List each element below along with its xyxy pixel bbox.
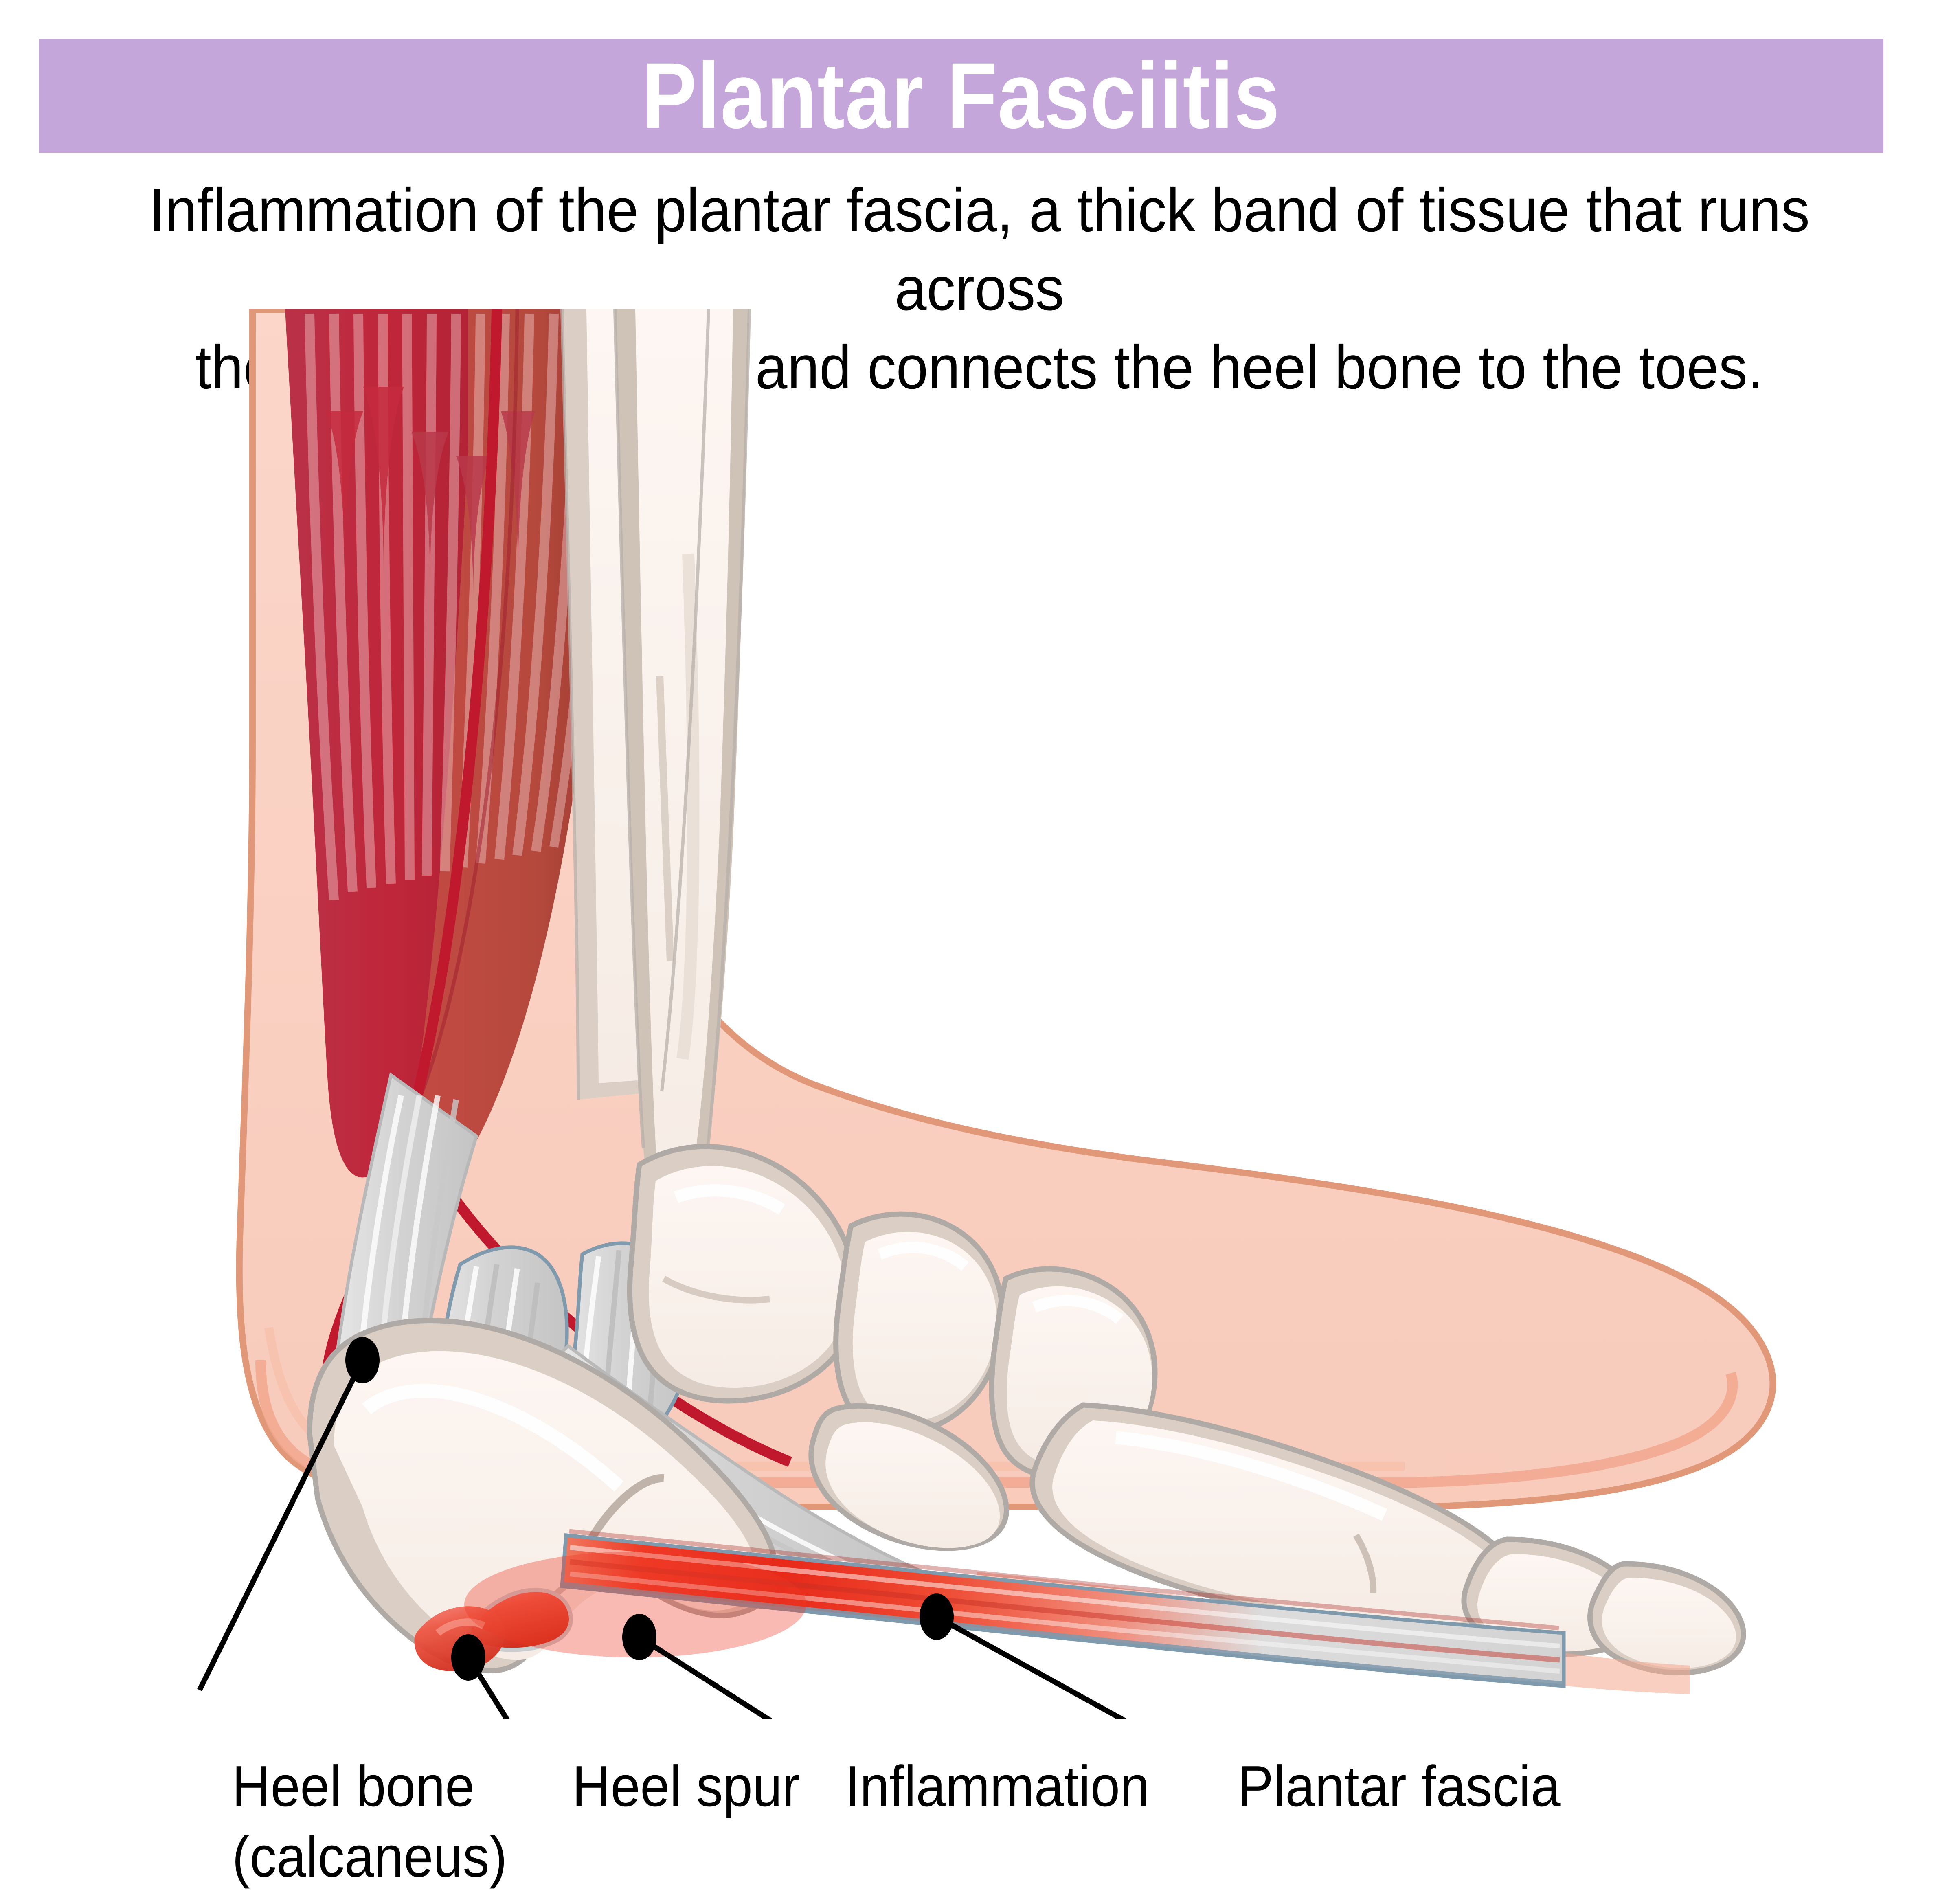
cuneiform-highlight [1032, 1295, 1124, 1324]
plantar-fascia [560, 1529, 1566, 1688]
label-heel-bone-line-1: Heel bone [232, 1754, 475, 1819]
forefoot-bones [1029, 1402, 1746, 1675]
lower-leg-bones [560, 309, 751, 1232]
label-inflammation: Inflammation [845, 1751, 1176, 1822]
label-plantar-fascia-line-1: Plantar fascia [1238, 1754, 1561, 1819]
label-heel-spur: Heel spur [572, 1751, 820, 1822]
muscle-lateral-head [410, 309, 615, 1192]
muscle-medial-head [285, 309, 517, 1178]
metatarsal-body [1052, 1420, 1513, 1623]
muscle-belly-lobes [326, 387, 535, 599]
leader-line-inflammation [638, 1635, 773, 1719]
distal-phalanx-body [1602, 1578, 1736, 1668]
foot-anatomy-svg [197, 309, 1776, 1719]
talus-body [649, 1166, 846, 1388]
label-heel-bone: Heel bone (calcaneus) [232, 1751, 531, 1892]
plantar-fascia-fibers [569, 1529, 1560, 1674]
plantar-fascia-lower-edge [564, 1582, 1564, 1686]
label-heel-bone-line-2: (calcaneus) [232, 1824, 507, 1890]
tibia-highlight [676, 553, 700, 1060]
label-plantar-fascia: Plantar fascia [1238, 1751, 1588, 1822]
page-title: Plantar Fasciitis [642, 43, 1280, 148]
leader-lines [197, 1337, 1127, 1719]
leader-line-heel-bone [197, 1359, 365, 1691]
talus [627, 1144, 860, 1404]
label-heel-spur-line-1: Heel spur [572, 1754, 800, 1819]
marker-dot-heel-bone [345, 1337, 380, 1383]
label-group: Heel bone (calcaneus) Heel spur Inflamma… [0, 1714, 1960, 1889]
leader-line-heel-spur [466, 1656, 510, 1719]
skin-inner-contour [255, 1360, 1738, 1488]
gastrocnemius-muscle [285, 309, 615, 1192]
anatomy-illustration [0, 309, 1960, 1719]
leader-line-plantar-fascia [935, 1614, 1127, 1719]
subtitle-line-1: Inflammation of the plantar fascia, a th… [149, 176, 1810, 324]
inflammation-glow [464, 1552, 806, 1657]
inflammation-halo [464, 1552, 806, 1657]
marker-dot-heel-spur [451, 1634, 485, 1681]
cuboid-body [825, 1422, 1000, 1548]
navicular-highlight [877, 1242, 969, 1271]
tibia-shaft [635, 309, 733, 1212]
marker-dot-plantar-fascia [920, 1593, 954, 1640]
metatarsal-ridge [1353, 1533, 1377, 1593]
marker-dot-inflammation [622, 1614, 656, 1660]
label-inflammation-line-1: Inflammation [845, 1754, 1150, 1819]
talus-highlight [674, 1184, 785, 1215]
title-banner: Plantar Fasciitis [39, 39, 1883, 153]
heel-spur-highlight [435, 1618, 485, 1636]
talus-groove [662, 1276, 770, 1304]
metatarsal-highlight [1115, 1431, 1387, 1521]
tibia-ridge [656, 676, 674, 961]
navicular-body [852, 1231, 997, 1422]
calcaneus-highlight [362, 1384, 624, 1492]
muscle-division [405, 309, 519, 1129]
